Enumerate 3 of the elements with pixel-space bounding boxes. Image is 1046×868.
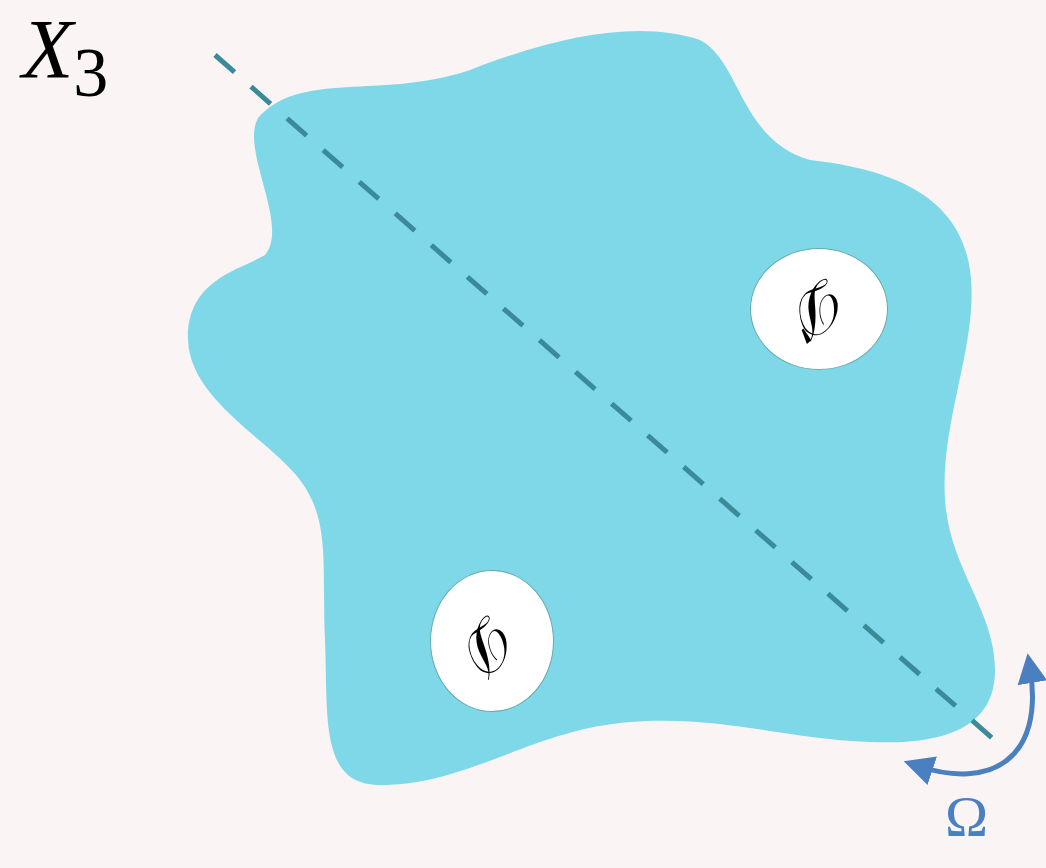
region-symbol: 𝒟′ xyxy=(776,266,862,352)
rotation-label: Ω xyxy=(945,788,989,846)
region-symbol: 𝒟 xyxy=(453,604,531,678)
